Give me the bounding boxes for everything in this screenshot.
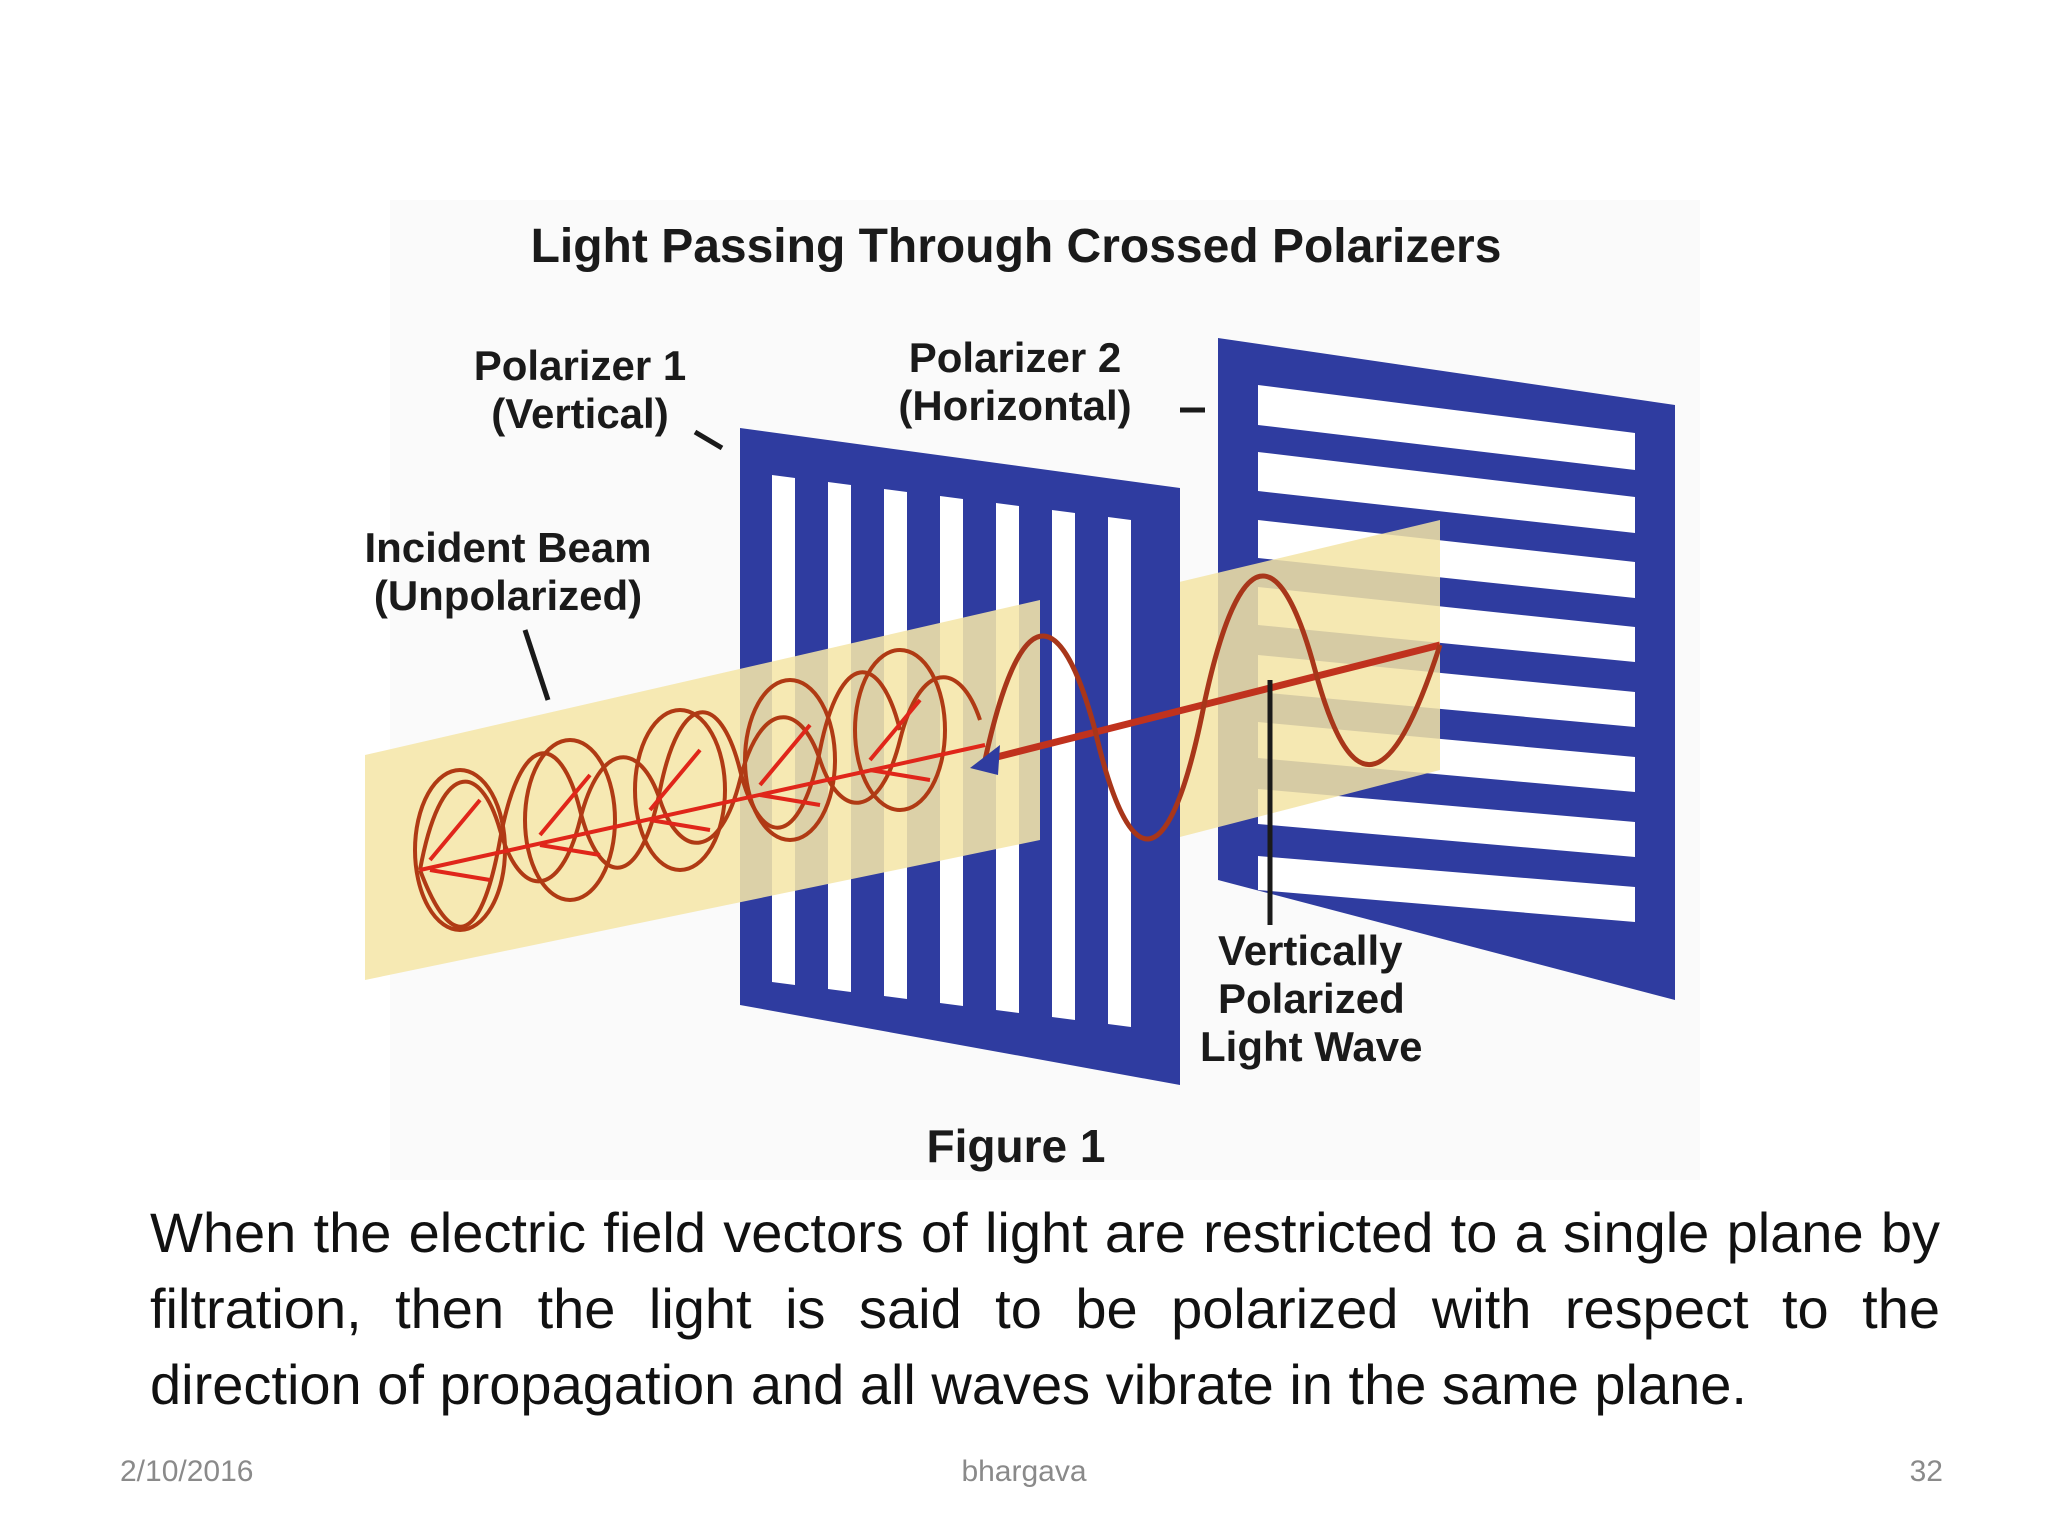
figure-title: Light Passing Through Crossed Polarizers — [531, 220, 1502, 273]
incident-beam-label-line2: (Unpolarized) — [374, 572, 642, 619]
leader-lines — [522, 407, 1273, 925]
polarized-wave-label-line2: Polarized — [1218, 975, 1405, 1022]
figure-caption: Figure 1 — [927, 1120, 1106, 1172]
polarized-wave-label-line1: Vertically — [1218, 927, 1403, 974]
incident-beam — [365, 600, 1040, 980]
footer-author: bhargava — [961, 1455, 1087, 1488]
unpolarized-vectors — [419, 698, 986, 882]
polarizer-1-label-line1: Polarizer 1 — [474, 342, 686, 389]
polarizer-2-label-line2: (Horizontal) — [898, 382, 1131, 429]
incident-beam-label-line1: Incident Beam — [364, 524, 651, 571]
body-paragraph: When the electric field vectors of light… — [150, 1201, 1940, 1416]
page-number: 32 — [1909, 1455, 1943, 1488]
polarized-wave-label-line3: Light Wave — [1200, 1023, 1422, 1070]
footer-date: 2/10/2016 — [120, 1455, 254, 1488]
polarized-wave — [970, 573, 1443, 842]
polarizer-2-label-line1: Polarizer 2 — [909, 334, 1121, 381]
polarizer-1-label-line2: (Vertical) — [491, 390, 668, 437]
